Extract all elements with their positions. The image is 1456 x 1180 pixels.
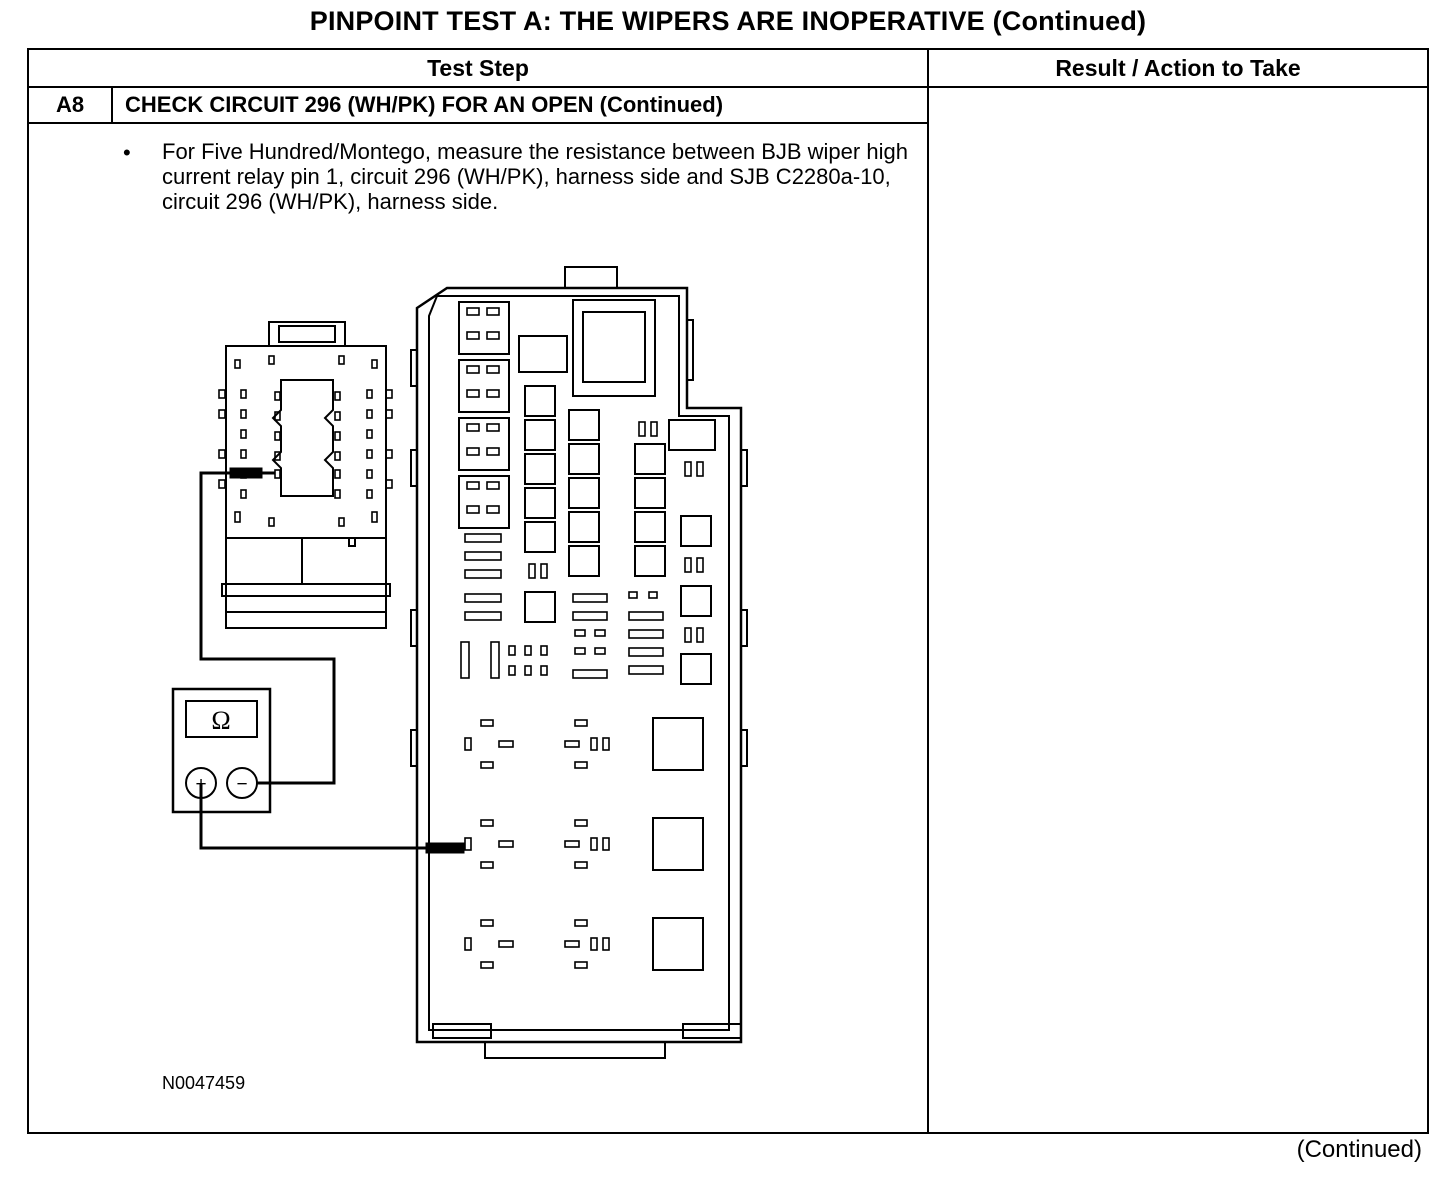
- ohm-symbol: Ω: [211, 706, 230, 735]
- step-title: CHECK CIRCUIT 296 (WH/PK) FOR AN OPEN (C…: [125, 92, 724, 117]
- bullet-point: •: [123, 140, 131, 165]
- header-test-step: Test Step: [29, 50, 927, 88]
- step-row: A8 CHECK CIRCUIT 296 (WH/PK) FOR AN OPEN…: [29, 88, 927, 124]
- minus-terminal-label: −: [236, 774, 247, 795]
- step-instruction: For Five Hundred/Montego, measure the re…: [162, 139, 908, 214]
- bjb-fuse-box-icon: [410, 266, 748, 1059]
- header-result-action: Result / Action to Take: [929, 50, 1427, 88]
- ohmmeter-icon: Ω + −: [171, 687, 272, 814]
- column-divider: [927, 50, 929, 1132]
- test-table: Test Step Result / Action to Take A8 CHE…: [27, 48, 1429, 1134]
- continued-label: (Continued): [1296, 1136, 1422, 1163]
- page-title: PINPOINT TEST A: THE WIPERS ARE INOPERAT…: [309, 6, 1147, 36]
- sjb-connector-icon: [218, 321, 393, 629]
- meter-leads: [199, 467, 465, 854]
- plus-terminal-label: +: [195, 774, 206, 795]
- step-id: A8: [29, 88, 113, 122]
- wiring-diagram: Ω + −: [171, 266, 748, 1059]
- figure-id: N0047459: [162, 1073, 246, 1093]
